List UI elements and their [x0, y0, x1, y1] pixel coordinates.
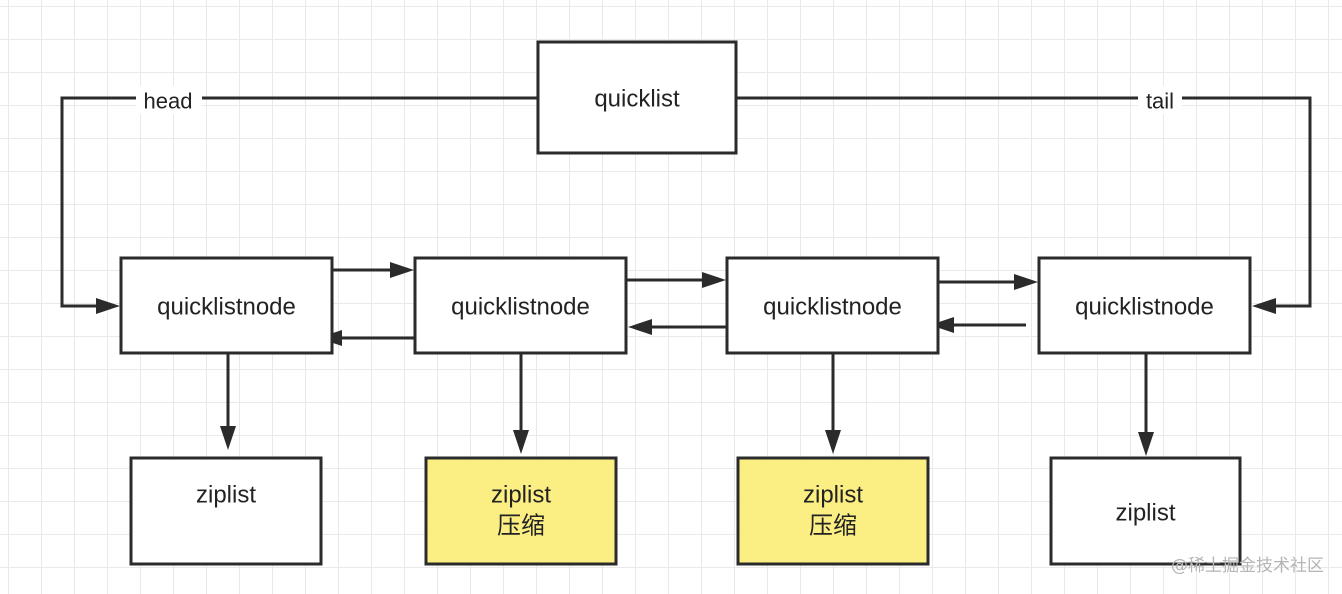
quicklistnode-label: quicklistnode	[451, 294, 590, 321]
ziplist-box-4: ziplist	[1049, 456, 1242, 566]
ziplist-arrow-4-head	[1138, 432, 1154, 456]
quicklist-label: quicklist	[594, 86, 680, 113]
quicklistnode-1: quicklistnode	[119, 256, 334, 355]
quicklistnode-4: quicklistnode	[1037, 256, 1252, 355]
head-pointer-arrowhead	[96, 298, 120, 314]
tail-label: tail	[1146, 89, 1174, 114]
head-label: head	[144, 89, 193, 114]
ziplist-box-1: ziplist	[129, 456, 323, 566]
watermark: @稀土掘金技术社区	[1171, 556, 1324, 576]
ziplist-label: ziplist	[196, 482, 256, 509]
prev-arrow-2-head	[628, 319, 652, 335]
quicklistnode-3: quicklistnode	[725, 256, 940, 355]
ziplist-box-2-compressed: ziplist 压缩	[424, 456, 618, 566]
next-arrow-1-head	[390, 262, 414, 278]
compressed-label: 压缩	[497, 513, 545, 540]
ziplist-label: ziplist	[1115, 500, 1175, 527]
ziplist-arrow-1-head	[220, 426, 236, 450]
ziplist-arrow-3-head	[825, 430, 841, 454]
ziplist-label: ziplist	[491, 482, 551, 509]
ziplist-label: ziplist	[803, 482, 863, 509]
compressed-label: 压缩	[809, 513, 857, 540]
quicklistnode-2: quicklistnode	[413, 256, 628, 355]
next-arrow-2-head	[702, 272, 726, 288]
ziplist-box-3-compressed: ziplist 压缩	[736, 456, 930, 566]
tail-pointer-line	[736, 96, 1312, 308]
quicklist-box: quicklist	[536, 40, 738, 155]
ziplist-arrow-2-head	[513, 430, 529, 454]
prev-arrow-3-head	[930, 317, 954, 333]
head-pointer-line	[60, 96, 538, 308]
quicklistnode-label: quicklistnode	[157, 294, 296, 321]
next-arrow-3-head	[1014, 274, 1038, 290]
tail-pointer-arrowhead	[1252, 298, 1276, 314]
quicklistnode-label: quicklistnode	[763, 294, 902, 321]
quicklistnode-label: quicklistnode	[1075, 294, 1214, 321]
